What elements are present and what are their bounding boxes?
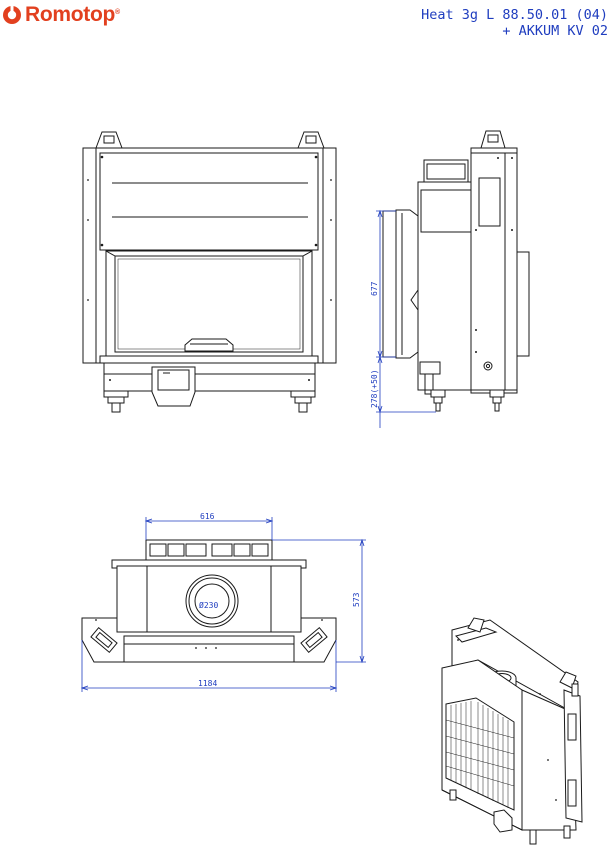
- front-view: [82, 131, 337, 413]
- isometric-view: [441, 617, 583, 845]
- model-designation: Heat 3g L 88.50.01 (04) + AKKUM KV 02: [421, 7, 608, 39]
- dimension-height-front: 677: [370, 281, 379, 296]
- model-line-2: + AKKUM KV 02: [502, 23, 608, 39]
- dimension-height-base: 278(+50): [370, 369, 379, 408]
- romotop-logo: Romotop®: [2, 4, 120, 26]
- romotop-logo-icon: [3, 6, 21, 24]
- dimension-depth: 573: [352, 592, 361, 607]
- flue-diameter-label: Ø230: [199, 600, 218, 610]
- side-view: [376, 130, 530, 428]
- brand-name: Romotop®: [25, 3, 120, 26]
- dimension-width-total: 1184: [198, 679, 217, 688]
- top-view: [80, 517, 366, 692]
- model-line-1: Heat 3g L 88.50.01 (04): [421, 7, 608, 23]
- dimension-width-top: 616: [200, 512, 215, 521]
